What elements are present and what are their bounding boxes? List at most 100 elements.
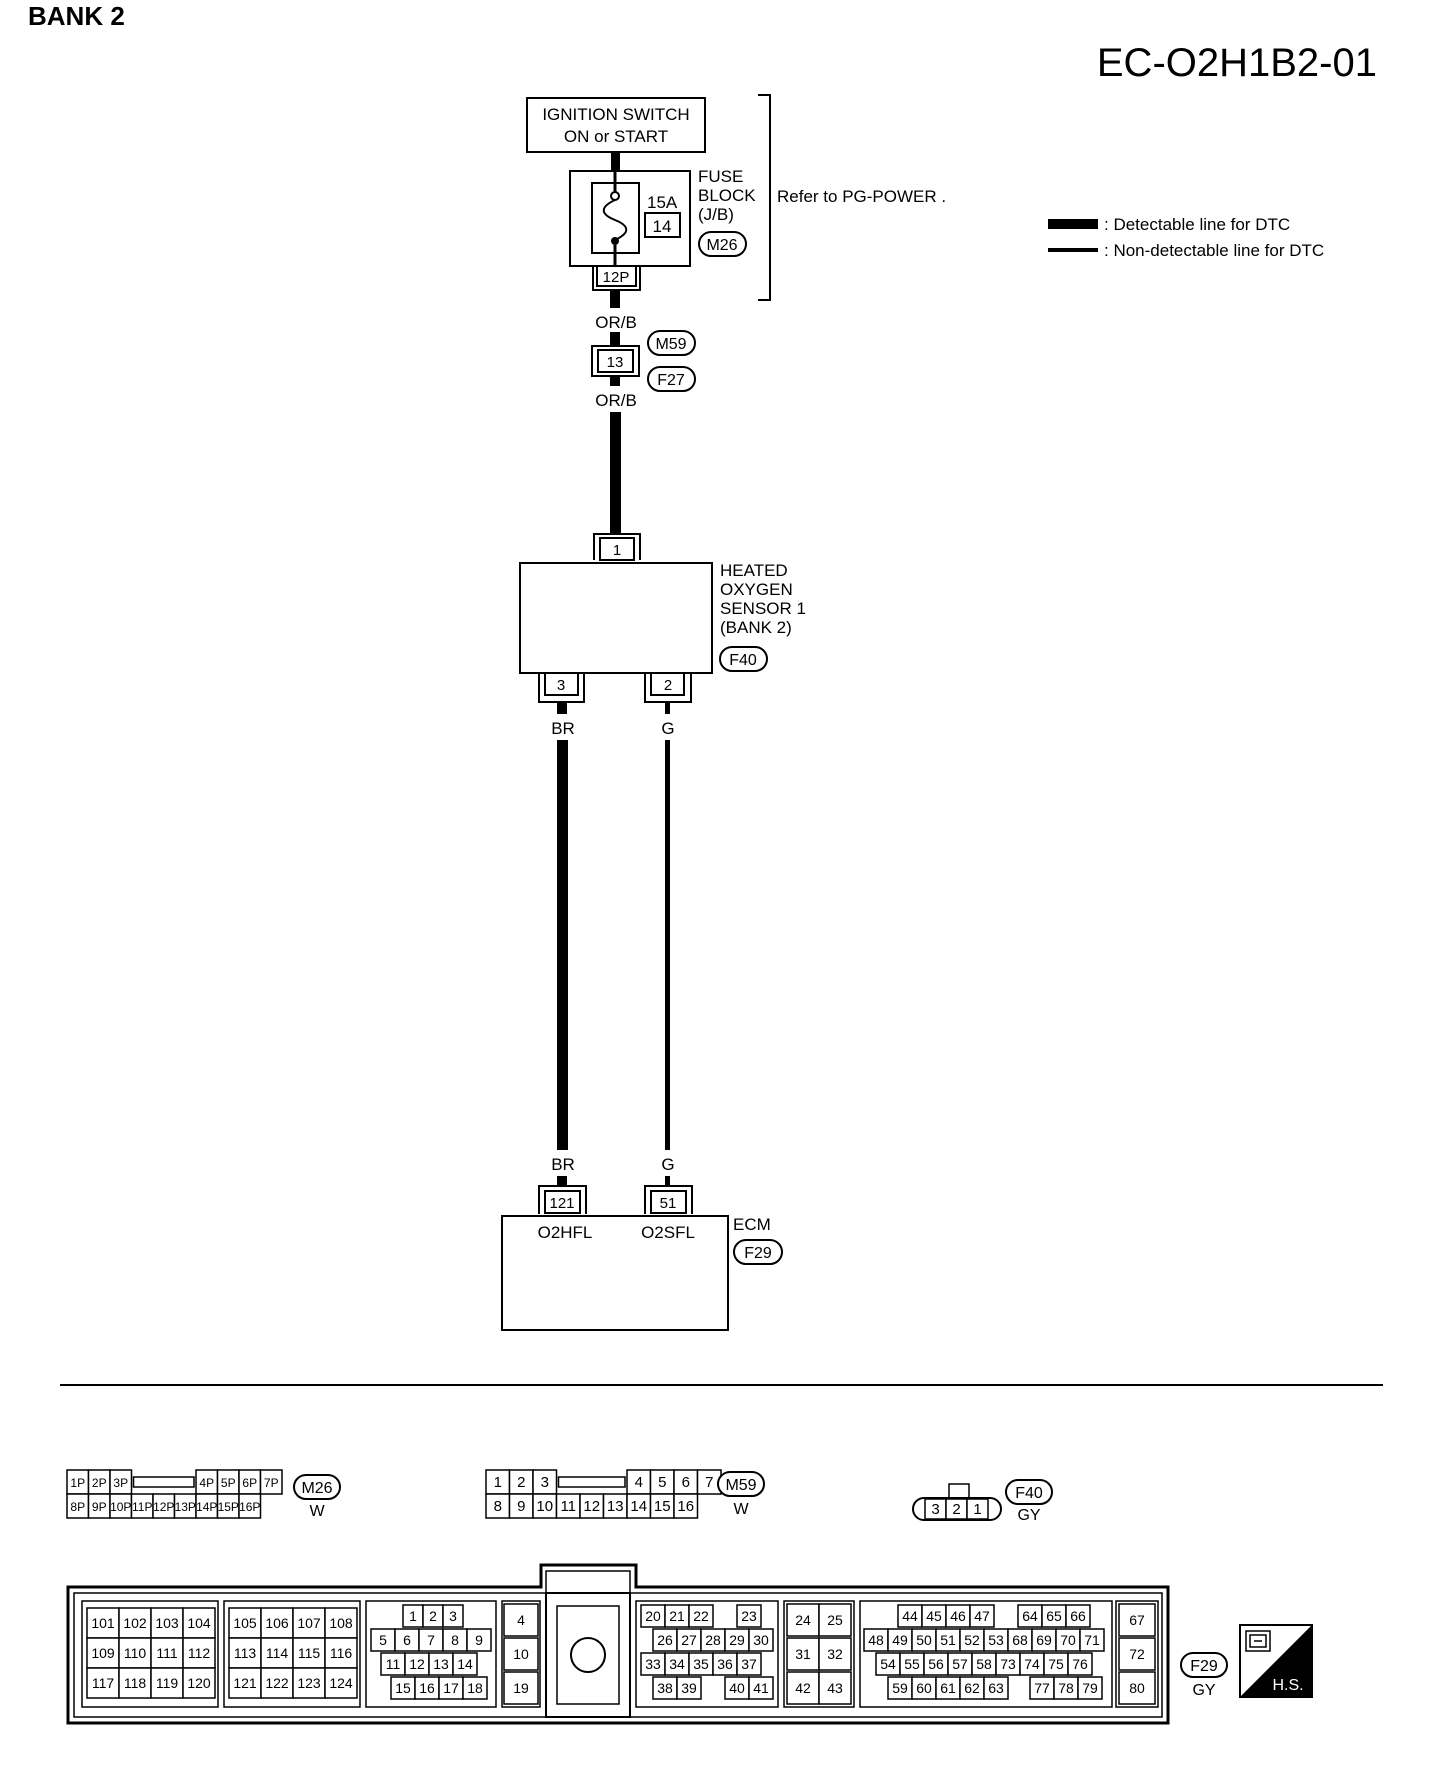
pin-label: 41 [753,1680,769,1696]
pin-label: 80 [1129,1680,1145,1696]
ecm-signal-o2hfl: O2HFL [538,1223,593,1242]
pin-label: 50 [916,1632,932,1648]
pin-label: 62 [964,1680,980,1696]
pin-label: 16 [677,1498,694,1515]
pin-label: 43 [827,1680,843,1696]
pin-label: 11P [132,1500,152,1514]
pin-label: 71 [1084,1632,1100,1648]
pin-label: 1 [409,1608,417,1624]
diagram-code: EC-O2H1B2-01 [1097,41,1377,85]
pin-label: 61 [940,1680,956,1696]
pin-cell [748,1628,774,1652]
pin-block-frame [81,1600,219,1708]
connector-face-id-m59: M59 [725,1477,756,1494]
pin-label: 60 [916,1680,932,1696]
pin-label: 9 [475,1632,483,1648]
pin-label: 2 [517,1474,525,1491]
pin-label: 79 [1082,1680,1098,1696]
sensor-pin1-box [599,537,635,561]
pin-label: 40 [729,1680,745,1696]
connector-badge-m59 [647,330,696,356]
pin-label: 122 [265,1675,289,1691]
pin-cell [452,1652,478,1676]
pin-label: 11 [386,1656,401,1672]
wire-color-g-top: G [661,719,674,738]
ignition-switch-box [526,97,706,153]
pin-label: 67 [1129,1612,1145,1628]
pin-cell [292,1667,326,1699]
pin-block-frame [501,1600,541,1708]
pin-label: 4 [517,1612,525,1628]
legend-non-detectable-label: : Non-detectable line for DTC [1104,241,1324,260]
connector-color-m26: W [309,1503,325,1520]
ecm-pin121-box [544,1190,581,1214]
connector-latch [132,1476,195,1488]
pin-cell [228,1607,262,1639]
pin-block-frame [223,1600,361,1708]
pin-label: 12 [583,1498,600,1515]
joint-terminal-label: 13 [607,354,624,371]
pin-cell [118,1607,152,1639]
ecm-title: ECM [733,1215,771,1234]
pin-cell [182,1667,216,1699]
pin-label: 16P [239,1500,260,1514]
pin-label: 17 [443,1680,459,1696]
ecm: 121 51 O2HFL O2SFL ECM F29 [501,1185,783,1331]
connector-id-f40: F40 [729,652,757,669]
pin-label: 19 [513,1680,529,1696]
pin-cell [466,1628,492,1652]
pin-label: 74 [1024,1656,1040,1672]
pin-cell [118,1667,152,1699]
ecm-connector-bolt [570,1637,606,1673]
pin-label: 108 [329,1615,353,1631]
pin-label: 103 [155,1615,179,1631]
pin-label: 20 [645,1608,661,1624]
pin-label: 55 [904,1656,920,1672]
pin-label: 66 [1070,1608,1086,1624]
wire-color-orb-bottom: OR/B [595,391,637,410]
pin-label: 34 [669,1656,685,1672]
heated-oxygen-sensor: 1 HEATED OXYGEN SENSOR 1 (BANK 2) F40 3 … [519,533,806,703]
pin-cell [503,1671,539,1705]
legend: : Detectable line for DTC : Non-detectab… [1048,215,1324,260]
pin-label: 53 [988,1632,1004,1648]
pin-cell [818,1637,852,1671]
pin-label: 5P [221,1476,236,1490]
refer-label: Refer to PG-POWER . [777,187,946,206]
ignition-switch-line2: ON or START [564,127,668,146]
pin-cell [442,1604,464,1628]
pin-cell [503,1603,539,1637]
pin-label: 6 [682,1474,690,1491]
pin-label: 32 [827,1646,843,1662]
pin-label: 72 [1129,1646,1145,1662]
pin-label: 33 [645,1656,661,1672]
pin-label: 119 [156,1675,179,1691]
pin-label: 12 [409,1656,425,1672]
pin-label: 118 [124,1675,147,1691]
pin-label: 8 [451,1632,459,1648]
pin-label: 117 [92,1675,115,1691]
pin-cell [818,1603,852,1637]
pin-cell [688,1604,714,1628]
ecm-pin121-bracket [538,1185,587,1214]
pin-label: 21 [669,1608,685,1624]
sensor-title-line1: HEATED [720,561,788,580]
pin-label: 13 [433,1656,449,1672]
pin-label: 3 [449,1608,457,1624]
pin-block-frame [365,1600,497,1708]
pin-label: 1 [494,1474,502,1491]
pin-label: 29 [729,1632,745,1648]
pin-label: 73 [1000,1656,1016,1672]
pin-cell [462,1676,488,1700]
wire-br-stub-top [557,702,567,714]
ignition-switch: IGNITION SWITCH ON or START [526,97,706,153]
wire-g [665,740,670,1150]
pin-label: 69 [1036,1632,1052,1648]
sensor-pin2-box [650,672,685,696]
pin-label: 14 [457,1656,473,1672]
legend-detectable-label: : Detectable line for DTC [1104,215,1290,234]
fuse-terminal-top [610,191,620,201]
fuse-block: 15A 14 FUSE BLOCK (J/B) M26 12P Refer to… [569,94,946,301]
pin-label: 54 [880,1656,896,1672]
